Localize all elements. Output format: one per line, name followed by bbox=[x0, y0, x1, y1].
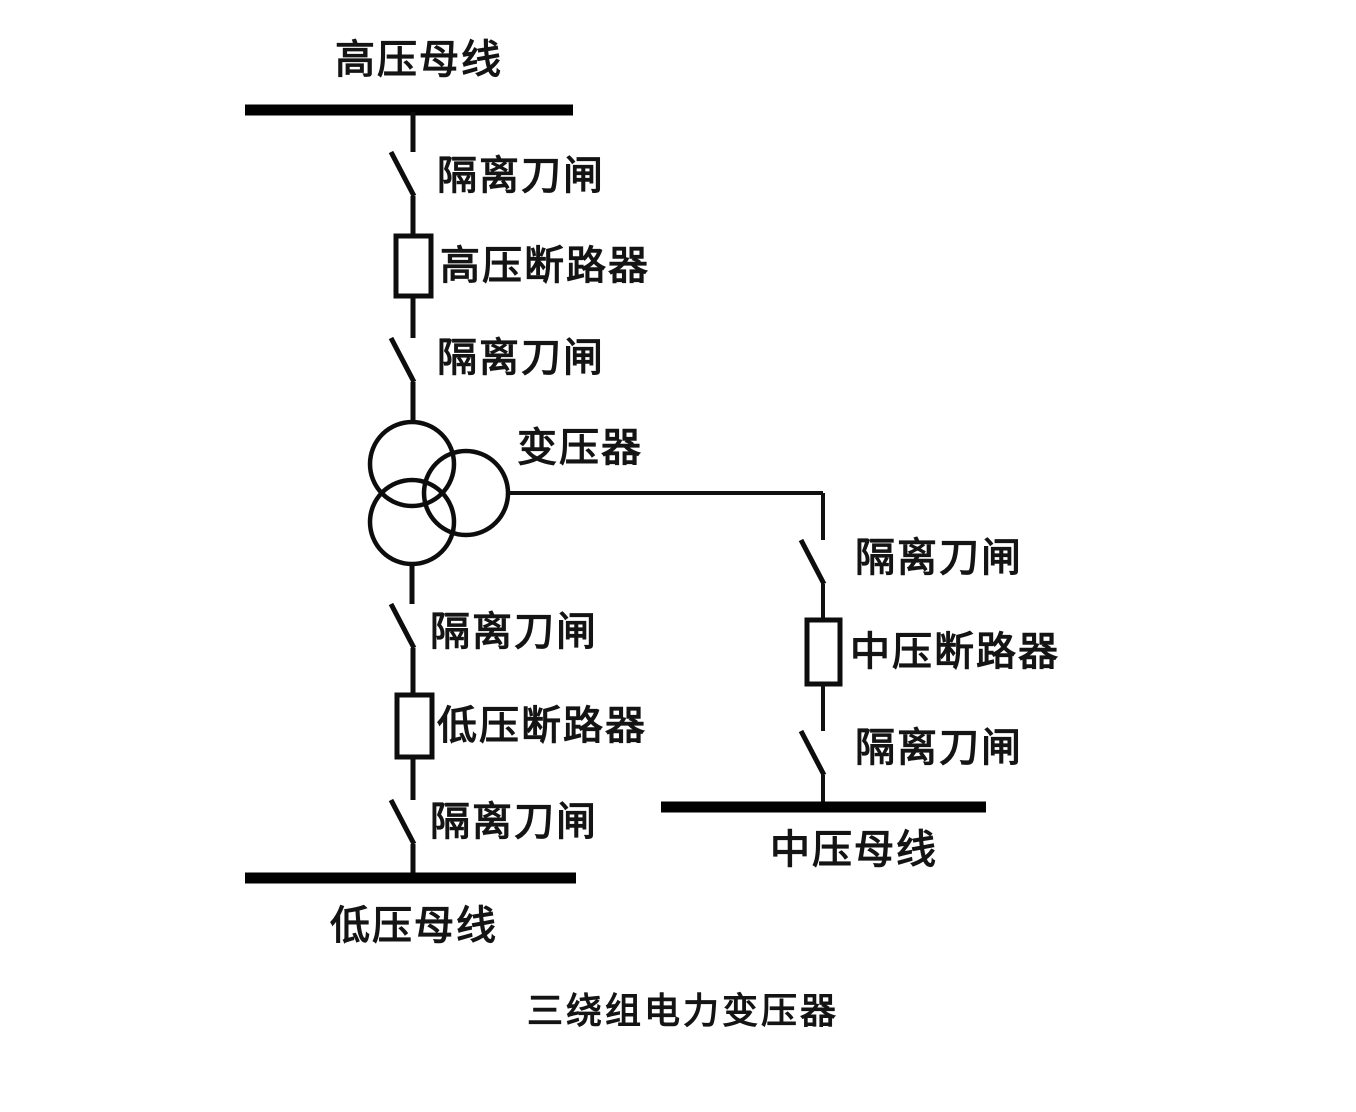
label-circuit-breaker-lv: 低压断路器 bbox=[437, 703, 647, 749]
circuit-breaker-mv-symbol bbox=[804, 617, 843, 731]
disconnector-lv-lower-symbol bbox=[388, 798, 417, 880]
label-transformer: 变压器 bbox=[517, 425, 643, 471]
diagram-caption: 三绕组电力变压器 bbox=[527, 991, 840, 1032]
disconnector-mv-upper-symbol bbox=[798, 538, 827, 620]
label-medium-voltage-busbar: 中压母线 bbox=[770, 827, 938, 873]
transformer-winding-secondary bbox=[421, 448, 511, 538]
label-disconnector-lv-lower: 隔离刀闸 bbox=[430, 799, 598, 845]
label-disconnector-mv-upper: 隔离刀闸 bbox=[855, 535, 1023, 581]
label-disconnector-hv-lower: 隔离刀闸 bbox=[437, 335, 605, 381]
label-high-voltage-busbar: 高压母线 bbox=[335, 37, 503, 83]
transformer-three-winding-symbol bbox=[367, 419, 511, 567]
label-circuit-breaker-mv: 中压断路器 bbox=[850, 629, 1060, 675]
label-low-voltage-busbar: 低压母线 bbox=[330, 903, 498, 949]
circuit-breaker-hv-symbol bbox=[393, 233, 434, 338]
disconnector-hv-upper-symbol bbox=[388, 150, 417, 236]
disconnector-lv-upper-symbol bbox=[388, 602, 417, 696]
label-circuit-breaker-hv: 高压断路器 bbox=[440, 243, 650, 289]
label-disconnector-mv-lower: 隔离刀闸 bbox=[855, 725, 1023, 771]
label-disconnector-hv-upper: 隔离刀闸 bbox=[437, 153, 605, 199]
disconnector-hv-lower-symbol bbox=[388, 336, 417, 422]
label-disconnector-lv-upper: 隔离刀闸 bbox=[430, 609, 598, 655]
transformer-winding-primary bbox=[367, 419, 457, 509]
disconnector-mv-lower-symbol bbox=[798, 729, 827, 809]
transformer-winding-tertiary bbox=[367, 477, 457, 567]
circuit-breaker-lv-symbol bbox=[394, 692, 435, 800]
